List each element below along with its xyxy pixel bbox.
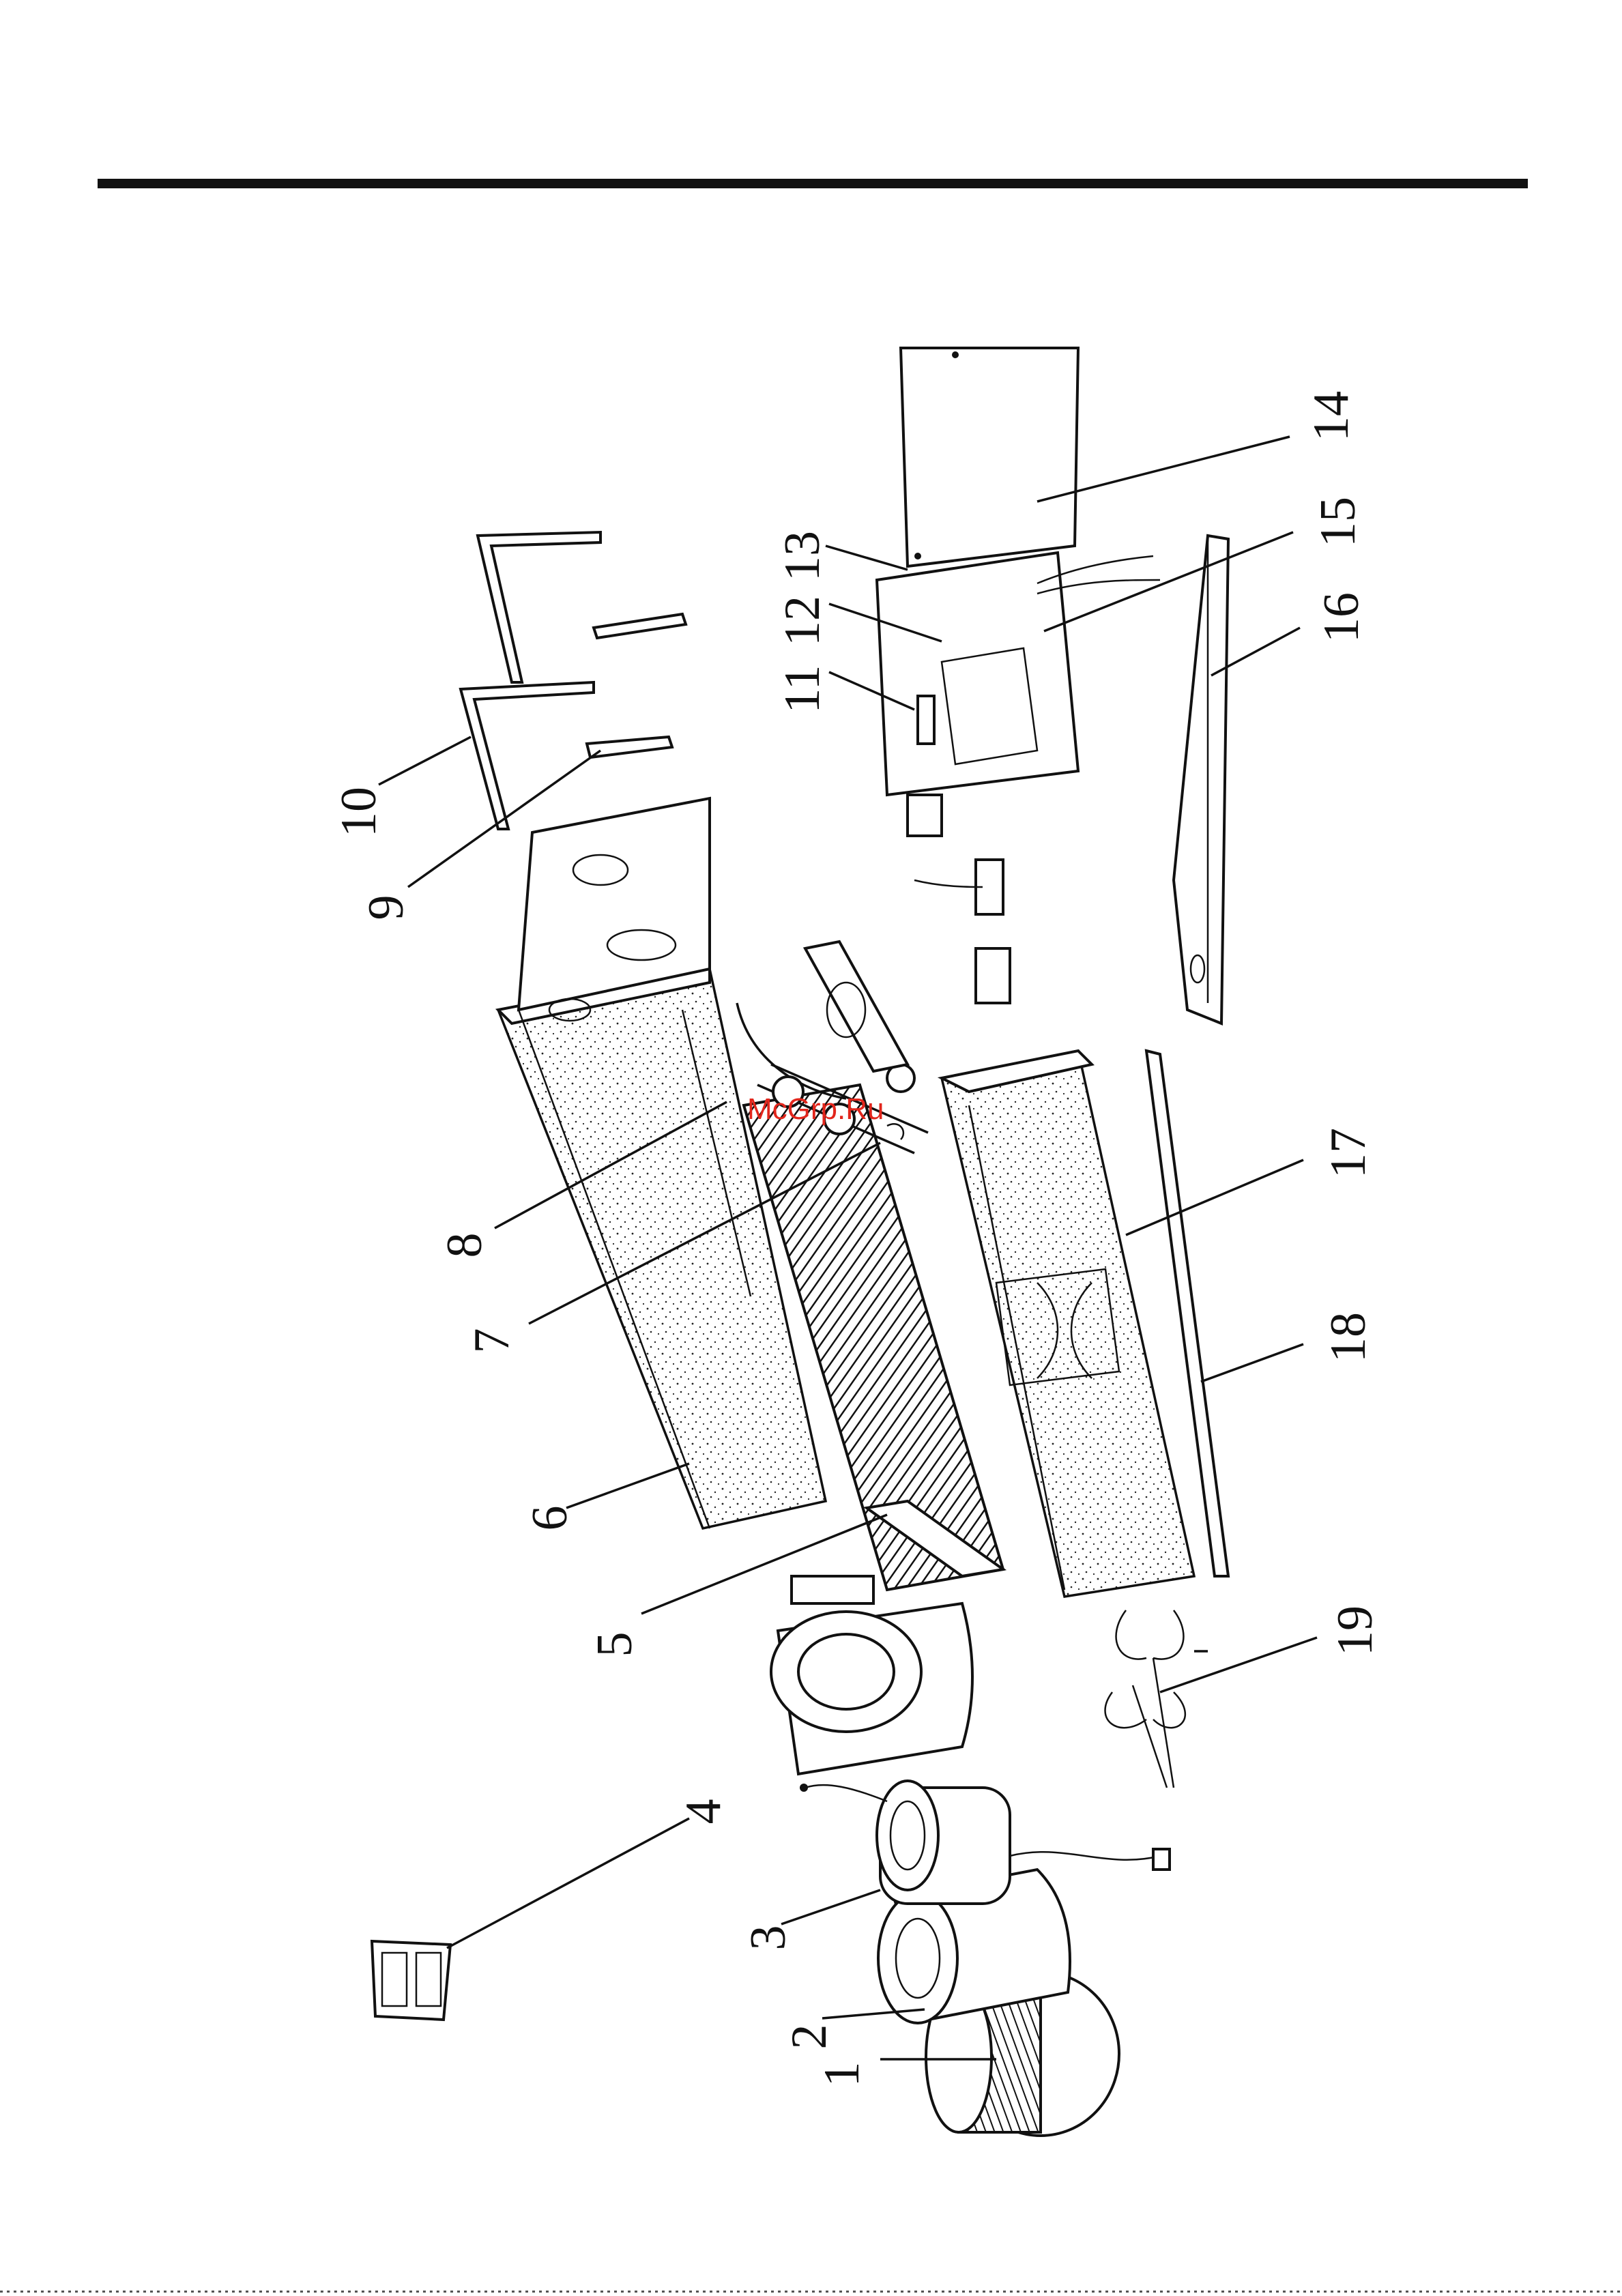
callout-3: 3 (740, 1926, 796, 1951)
callout-14: 14 (1303, 391, 1359, 441)
callout-16: 16 (1314, 592, 1370, 643)
fan-housing-upper (771, 1576, 972, 1774)
callout-9: 9 (358, 895, 414, 920)
electrical-box-cover (901, 348, 1078, 566)
callout-7: 7 (464, 1328, 520, 1354)
callout-8: 8 (437, 1233, 493, 1258)
hanging-brackets (461, 532, 686, 829)
callout-15: 15 (1310, 497, 1366, 547)
callout-1: 1 (814, 2062, 870, 2087)
callout-5: 5 (587, 1632, 643, 1657)
callout-6: 6 (522, 1506, 578, 1531)
callout-13: 13 (774, 531, 830, 581)
callout-11: 11 (774, 665, 830, 713)
drain-clips (1105, 1610, 1208, 1788)
callout-2: 2 (781, 2024, 837, 2050)
footer-dotted-rule (0, 2291, 1622, 2293)
callout-10: 10 (331, 787, 387, 837)
watermark-text: McGrp.Ru (747, 1092, 884, 1126)
callout-12: 12 (774, 596, 830, 646)
callout-4: 4 (676, 1799, 732, 1825)
electrical-control-box (877, 553, 1160, 795)
callout-19: 19 (1327, 1605, 1383, 1656)
callout-18: 18 (1320, 1312, 1376, 1363)
terminal-blocks (908, 795, 1010, 1003)
wired-controller (372, 1941, 450, 2020)
callout-17: 17 (1320, 1128, 1376, 1178)
piping-cover-plate (805, 942, 908, 1071)
rear-panel (1174, 536, 1228, 1023)
fan-motor (800, 1781, 1170, 1904)
